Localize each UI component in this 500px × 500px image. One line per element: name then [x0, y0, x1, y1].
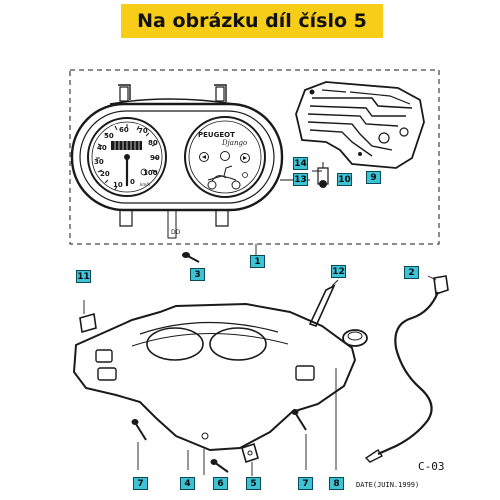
beam-indicator-icon [220, 151, 230, 161]
screw-6 [210, 459, 229, 473]
callout-7-right[interactable]: 7 [298, 477, 313, 490]
callout-4[interactable]: 4 [180, 477, 195, 490]
instrument-cluster: DD [70, 84, 284, 239]
callout-11[interactable]: 11 [76, 270, 91, 283]
screw-3 [182, 252, 200, 263]
assembly-boundary [69, 69, 440, 245]
speed-label-90: 90 [150, 154, 160, 162]
model-logo: Django [221, 139, 247, 147]
brand-logo: PEUGEOT [198, 131, 235, 139]
callout-14[interactable]: 14 [293, 157, 308, 170]
callout-2[interactable]: 2 [404, 266, 419, 279]
speedometer: 0 10 20 30 40 50 60 70 80 90 100 km/h [87, 117, 167, 197]
speedometer-cable [364, 275, 449, 463]
speed-label-30: 30 [94, 158, 104, 166]
callout-7-left[interactable]: 7 [133, 477, 148, 490]
speed-label-0: 0 [130, 178, 135, 186]
scooter-icon [207, 165, 241, 190]
grommet-8 [335, 329, 368, 470]
circuit-board [295, 81, 425, 169]
callout-13[interactable]: 13 [293, 173, 308, 186]
clip-11 [79, 300, 97, 334]
title-banner: Na obrázku díl číslo 5 [121, 4, 383, 38]
screw-7-right [291, 409, 307, 470]
callout-10[interactable]: 10 [337, 173, 352, 186]
speed-label-60: 60 [119, 126, 129, 134]
screw-7-left [131, 419, 147, 470]
speed-label-20: 20 [100, 170, 110, 178]
callout-6[interactable]: 6 [213, 477, 228, 490]
right-indicator-icon [240, 153, 250, 163]
clip-5 [241, 442, 259, 476]
callout-3[interactable]: 3 [190, 268, 205, 281]
speed-label-80: 80 [148, 139, 158, 147]
page-title: Na obrázku díl číslo 5 [137, 10, 367, 32]
speed-label-40: 40 [97, 144, 107, 152]
callout-9[interactable]: 9 [366, 171, 381, 184]
front-cover [72, 302, 357, 475]
diagram-date: DATE(JUIN.1999) [356, 481, 420, 489]
left-indicator-icon [199, 152, 209, 162]
callout-5[interactable]: 5 [246, 477, 261, 490]
callout-12[interactable]: 12 [331, 265, 346, 278]
indicator-dial: PEUGEOT Django [184, 116, 266, 198]
speed-label-70: 70 [138, 127, 148, 135]
speed-label-50: 50 [104, 132, 114, 140]
speed-unit: km/h [140, 182, 151, 187]
bracket-12 [308, 279, 339, 327]
svg-text:DD: DD [171, 229, 181, 236]
callout-8[interactable]: 8 [329, 477, 344, 490]
callout-1[interactable]: 1 [250, 255, 265, 268]
diagram-code: C-03 [418, 460, 445, 473]
speed-label-100: 100 [143, 169, 158, 177]
speed-label-10: 10 [113, 181, 123, 189]
